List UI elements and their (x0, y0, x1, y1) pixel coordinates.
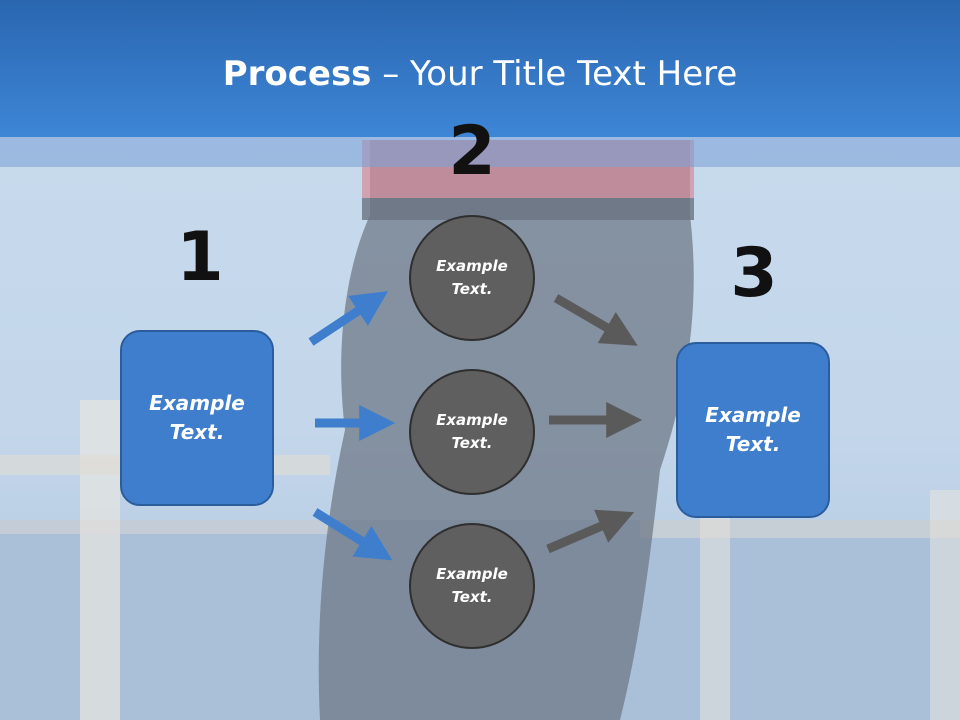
step-1-box: Example Text. (120, 330, 274, 506)
step-number-2: 2 (448, 112, 496, 191)
title-bar (0, 0, 960, 137)
step-2-circle-bottom: Example Text. (409, 523, 535, 649)
title-bold: Process (222, 54, 372, 94)
step-number-3: 3 (730, 234, 778, 313)
circle-middle-label: Example Text. (436, 411, 508, 452)
title-bar-strip (0, 137, 960, 167)
arrow-1-to-bottom (312, 508, 393, 561)
step-3-box: Example Text. (676, 342, 830, 518)
step-2-circle-top: Example Text. (409, 215, 535, 341)
circle-top-label: Example Text. (436, 257, 508, 298)
circle-bottom-label: Example Text. (436, 565, 508, 606)
arrow-top-to-3 (553, 294, 638, 346)
step-2-circle-middle: Example Text. (409, 369, 535, 495)
arrow-bottom-to-3 (546, 509, 635, 554)
step-number-1: 1 (176, 218, 224, 297)
step-1-label: Example Text. (149, 391, 245, 444)
page-title: Process – Your Title Text Here (0, 52, 960, 96)
arrow-1-to-top (308, 291, 389, 346)
step-3-label: Example Text. (705, 403, 801, 456)
title-rest: – Your Title Text Here (371, 54, 738, 94)
